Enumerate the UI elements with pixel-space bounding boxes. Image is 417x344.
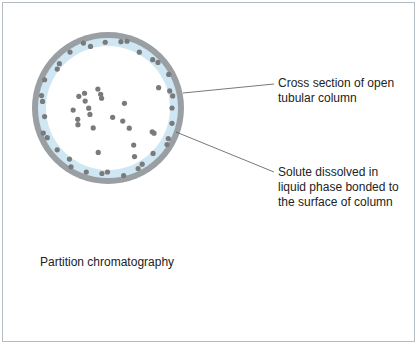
solute-dot	[131, 142, 136, 147]
solute-dot	[87, 112, 92, 117]
solute-dot	[122, 101, 127, 106]
solute-dot	[150, 151, 155, 156]
solute-dot	[110, 115, 115, 120]
solute-dot	[41, 130, 46, 135]
solute-dot	[156, 85, 161, 90]
solute-dot	[137, 50, 142, 55]
solute-dot	[88, 44, 93, 49]
solute-dot	[67, 49, 72, 54]
solute-dot	[105, 169, 110, 174]
solute-dot	[166, 72, 171, 77]
solute-dot	[136, 166, 141, 171]
solute-dot	[42, 77, 47, 82]
solute-dot	[76, 94, 81, 99]
solute-dot	[86, 106, 91, 111]
solute-dot	[57, 61, 62, 66]
solute-dot	[166, 136, 171, 141]
solute-dot	[67, 156, 72, 161]
solute-dot	[55, 66, 60, 71]
solute-dot	[42, 114, 47, 119]
solute-dot	[68, 164, 73, 169]
solute-dot	[96, 150, 101, 155]
solute-dot	[140, 162, 145, 167]
solute-dot	[75, 122, 80, 127]
solute-dot	[151, 131, 156, 136]
liquid-phase	[38, 38, 178, 178]
solute-dot	[55, 147, 60, 152]
column-wall	[32, 32, 184, 184]
solute-dot	[169, 105, 174, 110]
solute-dot	[169, 121, 174, 126]
solute-dot	[81, 40, 86, 45]
solute-dot	[132, 154, 137, 159]
solute-dot	[103, 40, 108, 45]
callout-label: Cross section of open tubular column	[278, 76, 403, 106]
solute-dot	[40, 99, 45, 104]
solute-dot	[95, 86, 100, 91]
solute-dot	[45, 135, 50, 140]
solute-dot	[121, 173, 126, 178]
solute-dot	[118, 39, 123, 44]
solute-dot	[155, 60, 160, 65]
solute-dot	[99, 171, 104, 176]
solute-dots	[39, 39, 175, 179]
solute-dot	[39, 93, 44, 98]
solute-dot	[124, 39, 129, 44]
solute-dot	[83, 98, 88, 103]
solute-dot	[150, 57, 155, 62]
callout-label: Solute dissolved in liquid phase bonded …	[278, 165, 403, 210]
solute-dot	[84, 169, 89, 174]
solute-dot	[167, 88, 172, 93]
solute-dot	[170, 93, 175, 98]
caption: Partition chromatography	[40, 255, 240, 270]
column-bore	[46, 46, 170, 170]
solute-dot	[98, 92, 103, 97]
solute-dot	[75, 117, 80, 122]
frame	[3, 3, 415, 342]
solute-dot	[91, 125, 96, 130]
solute-dot	[164, 142, 169, 147]
solute-dot	[82, 91, 87, 96]
leader-line	[176, 132, 274, 172]
leader-line	[183, 84, 274, 93]
solute-dot	[120, 118, 125, 123]
solute-dot	[127, 126, 132, 131]
solute-dot	[71, 108, 76, 113]
